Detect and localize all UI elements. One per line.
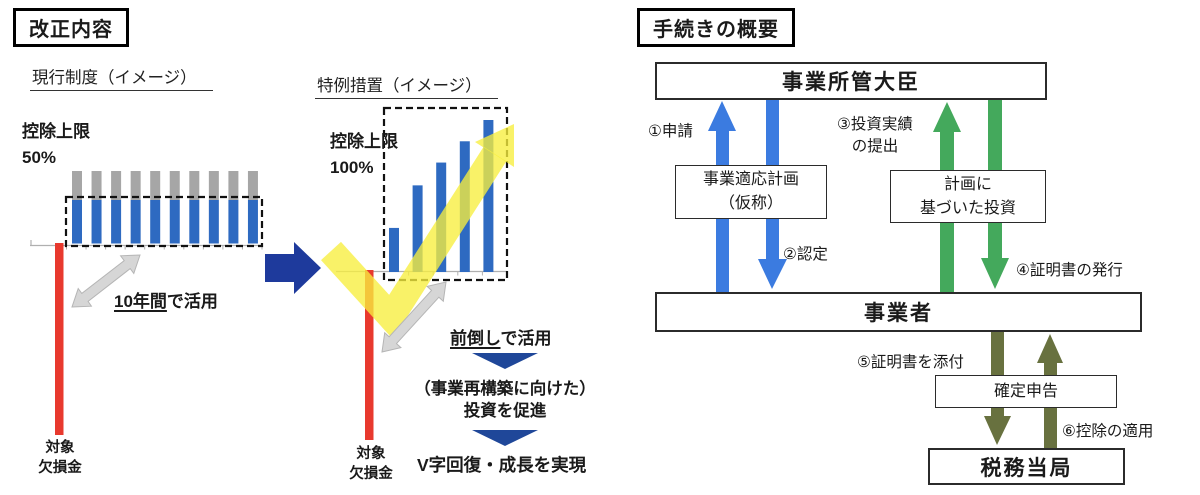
dashed-frame-special <box>382 106 509 282</box>
right-arrow-icon-transition <box>265 242 321 294</box>
loss-current-line1: 対象 <box>45 440 75 456</box>
promote-line2: 投資を促進 <box>463 401 547 420</box>
loss-bar-current <box>55 243 64 435</box>
bar-used-segment <box>72 200 82 244</box>
step4-certificate-issue-label: ④証明書の発行 <box>1016 262 1123 279</box>
bar-unused-segment <box>189 171 200 200</box>
step2-certification-label: ②認定 <box>783 246 828 263</box>
bar-used-segment <box>130 200 141 244</box>
loss-special-line2: 欠損金 <box>349 465 393 482</box>
plan-box-line1: 事業適応計画 <box>702 171 799 188</box>
section-title-procedure: 手続きの概要 <box>637 8 795 47</box>
bar-used-segment <box>208 200 219 244</box>
step3-line2: の提出 <box>851 138 899 156</box>
cap-label-current-line1: 控除上限 <box>22 122 90 141</box>
loss-label-current: 対象 欠損金 <box>31 439 89 478</box>
bar-rising <box>412 185 423 272</box>
bar-rising <box>389 227 399 272</box>
bar-used-segment <box>247 200 258 244</box>
double-arrow-icon-current <box>71 254 141 308</box>
promote-line1: （事業再構築に向けた） <box>414 380 596 398</box>
usage-current-rest: で活用 <box>166 292 218 311</box>
step3-line1: ③投資実績 <box>837 116 913 133</box>
usage-label-current: 10年間で活用 <box>114 287 218 312</box>
bar-used-segment <box>228 200 239 244</box>
node-business-operator: 事業者 <box>655 292 1142 332</box>
bar-unused-segment <box>72 171 82 200</box>
subtitle-special-measure: 特例措置（イメージ） <box>315 72 498 99</box>
bar-used-segment <box>111 200 122 244</box>
loss-label-special: 対象 欠損金 <box>342 445 400 484</box>
bar-unused-segment <box>228 171 239 200</box>
yellow-growth-arrow-head <box>475 124 514 167</box>
subtitle-current-system: 現行制度（イメージ） <box>30 64 213 91</box>
step3-results-label: ③投資実績 の提出 <box>837 114 913 159</box>
node-plan-based-investment: 計画に 基づいた投資 <box>890 170 1046 223</box>
bar-unused-segment <box>169 171 180 200</box>
bar-used-segment <box>91 200 102 244</box>
bar-rising <box>483 120 494 272</box>
node-tax-return: 確定申告 <box>935 375 1117 408</box>
usage-special-underlined: 前倒し <box>450 329 501 348</box>
down-chevron-icon-2 <box>472 430 538 446</box>
step5-attach-certificate-label: ⑤証明書を添付 <box>857 354 964 371</box>
bar-used-segment <box>150 200 161 244</box>
invest-box-line2: 基づいた投資 <box>919 199 1016 217</box>
step6-deduction-applied-label: ⑥控除の適用 <box>1062 423 1154 440</box>
node-tax-authority: 税務当局 <box>928 448 1125 485</box>
node-minister: 事業所管大臣 <box>655 62 1047 100</box>
bar-used-segment <box>169 200 180 244</box>
usage-label-special: 前倒しで活用 <box>450 324 552 349</box>
cap-label-current-line2: 50% <box>22 147 57 167</box>
section-title-revision: 改正内容 <box>13 8 129 47</box>
cap-label-current: 控除上限 50% <box>22 119 90 170</box>
bar-unused-segment <box>111 171 122 200</box>
step1-application-label: ①申請 <box>648 123 693 140</box>
bar-chart-current <box>72 171 258 244</box>
dashed-frame-current <box>64 195 264 248</box>
bar-unused-segment <box>130 171 141 200</box>
bar-unused-segment <box>247 171 258 200</box>
loss-current-line2: 欠損金 <box>38 459 82 476</box>
yellow-growth-arrow-shaft <box>321 146 507 340</box>
plan-box-line2: （仮称） <box>718 195 783 212</box>
bar-used-segment <box>189 200 200 244</box>
bar-unused-segment <box>208 171 219 200</box>
usage-current-underlined: 10年間 <box>114 292 167 311</box>
usage-special-rest: で活用 <box>500 329 552 348</box>
down-chevron-icon-1 <box>472 353 538 369</box>
loss-special-line1: 対象 <box>356 446 386 462</box>
cap-label-special-line2: 100% <box>330 157 374 177</box>
v-recovery-label: V字回復・成長を実現 <box>417 455 587 475</box>
bar-unused-segment <box>150 171 161 200</box>
double-arrow-icon-special <box>381 281 447 353</box>
node-adaptation-plan: 事業適応計画 （仮称） <box>675 165 827 219</box>
promote-investment-label: （事業再構築に向けた） 投資を促進 <box>398 379 612 423</box>
bar-unused-segment <box>91 171 102 200</box>
invest-box-line1: 計画に <box>943 175 992 193</box>
cap-label-special: 控除上限 100% <box>330 129 398 180</box>
loss-bar-special <box>365 270 374 440</box>
cap-label-special-line1: 控除上限 <box>330 132 398 151</box>
